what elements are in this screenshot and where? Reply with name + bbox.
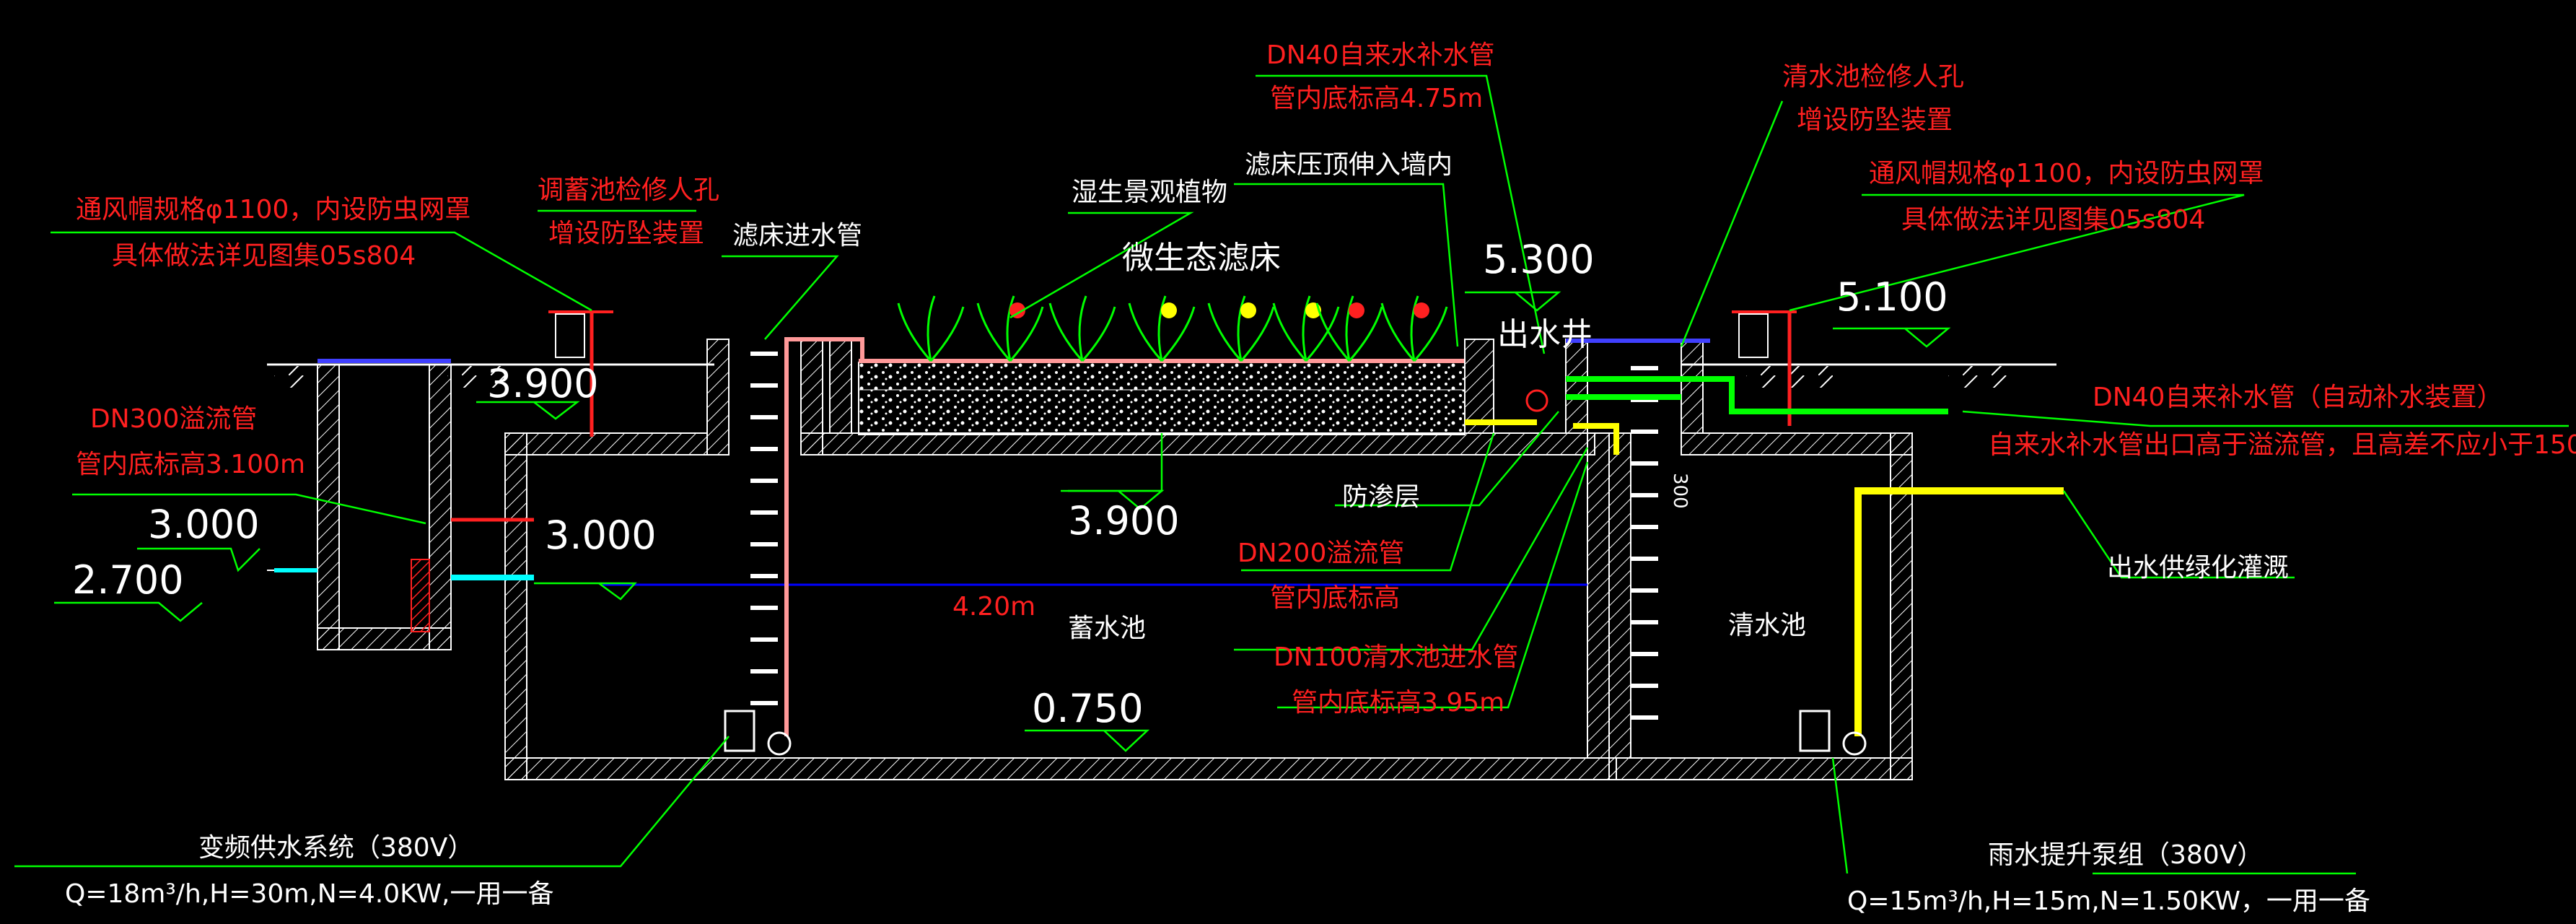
- storage-pool-structure: [504, 339, 1617, 780]
- clear-manhole-sublabel: 增设防坠装置: [1797, 105, 1953, 135]
- lift-spec: Q=15m³/h,H=15m,N=1.50KW，一用一备: [1847, 886, 2370, 916]
- plant: [1048, 295, 1116, 362]
- outlet-well-label: 出水井: [1497, 316, 1593, 353]
- plant: [1380, 295, 1448, 362]
- storage-manhole-label: 调蓄池检修人孔: [538, 175, 719, 205]
- ladder-clear: [1631, 366, 1658, 720]
- filter-inlet-label: 滤床进水管: [732, 221, 862, 250]
- irrigation-label: 出水供绿化灌溉: [2107, 553, 2289, 583]
- dn40-auto-label: DN40自来补水管（自动补水装置）: [2093, 383, 2502, 412]
- pump-right: [1799, 710, 1867, 756]
- plant: [1272, 295, 1340, 362]
- dn200-sublabel: 管内底标高: [1270, 583, 1400, 613]
- dn40-top-label: DN40自来水补水管: [1266, 40, 1494, 70]
- dn100-label: DN100清水池进水管: [1274, 642, 1518, 672]
- plant: [976, 295, 1044, 362]
- vent-right-label: 通风帽规格φ1100，内设防虫网罩: [1869, 159, 2264, 188]
- elev-3900-top: 3.900: [487, 361, 599, 406]
- clear-manhole-label: 清水池检修人孔: [1782, 62, 1964, 92]
- eco-filter-label: 微生态滤床: [1122, 240, 1281, 276]
- elev-3000-left: 3.000: [148, 502, 260, 547]
- plant: [897, 295, 965, 362]
- ground-line: [267, 363, 2056, 388]
- plant: [1315, 295, 1383, 362]
- lift-title: 雨水提升泵组（380V）: [1988, 840, 2263, 870]
- elevation-markers: [54, 291, 1951, 752]
- dn300-label: DN300溢流管: [90, 404, 257, 434]
- left-well: [267, 359, 452, 650]
- vfd-spec: Q=18m³/h,H=30m,N=4.0KW,一用一备: [65, 879, 553, 909]
- plant: [1207, 295, 1275, 362]
- vent-cap-left: [548, 310, 613, 358]
- water-depth-label: 4.20m: [952, 592, 1035, 622]
- flower: [1349, 302, 1364, 318]
- flower: [1009, 302, 1025, 318]
- flower: [1240, 302, 1256, 318]
- vent-right-sublabel: 具体做法详见图集05s804: [1901, 205, 2205, 235]
- elev-5100: 5.100: [1836, 274, 1948, 320]
- dn300-sublabel: 管内底标高3.100m: [76, 450, 305, 479]
- elev-3000-mid: 3.000: [545, 513, 657, 558]
- anti-seep-label: 防渗层: [1342, 482, 1420, 512]
- ladder-storage: [750, 352, 778, 705]
- filter-press-label: 滤床压顶伸入墙内: [1245, 150, 1453, 180]
- pipes: [274, 310, 2064, 736]
- flower: [1414, 302, 1429, 318]
- vent-cap-right: [1732, 310, 1797, 358]
- elev-3900-mid: 3.900: [1068, 498, 1180, 544]
- storage-manhole-sublabel: 增设防坠装置: [548, 219, 704, 248]
- flower: [1161, 302, 1177, 318]
- plant: [1128, 295, 1196, 362]
- elev-0750: 0.750: [1032, 686, 1144, 731]
- vfd-title: 变频供水系统（380V）: [198, 833, 473, 863]
- dim-300-label: 300: [1669, 473, 1691, 509]
- dn100-sublabel: 管内底标高3.95m: [1292, 688, 1504, 718]
- annotations: DN40自来水补水管 管内底标高4.75m 清水池检修人孔 增设防坠装置 调蓄池…: [65, 40, 2576, 916]
- dn40-top-sublabel: 管内底标高4.75m: [1270, 84, 1483, 113]
- elev-5300: 5.300: [1483, 237, 1595, 282]
- vent-left-label: 通风帽规格φ1100，内设防虫网罩: [76, 195, 470, 225]
- dn40-auto-sublabel: 自来水补水管出口高于溢流管，且高差不应小于150mm: [1988, 430, 2576, 460]
- vent-left-sublabel: 具体做法详见图集05s804: [112, 241, 416, 271]
- wetland-plants-label: 湿生景观植物: [1072, 178, 1227, 207]
- storage-pool-label: 蓄水池: [1068, 614, 1146, 643]
- pump-left: [724, 710, 792, 756]
- elev-2700: 2.700: [72, 557, 184, 603]
- dn200-label: DN200溢流管: [1237, 539, 1404, 568]
- clear-pool-label: 清水池: [1728, 611, 1806, 640]
- plants: [897, 295, 1448, 362]
- leader-lines: [14, 74, 2569, 875]
